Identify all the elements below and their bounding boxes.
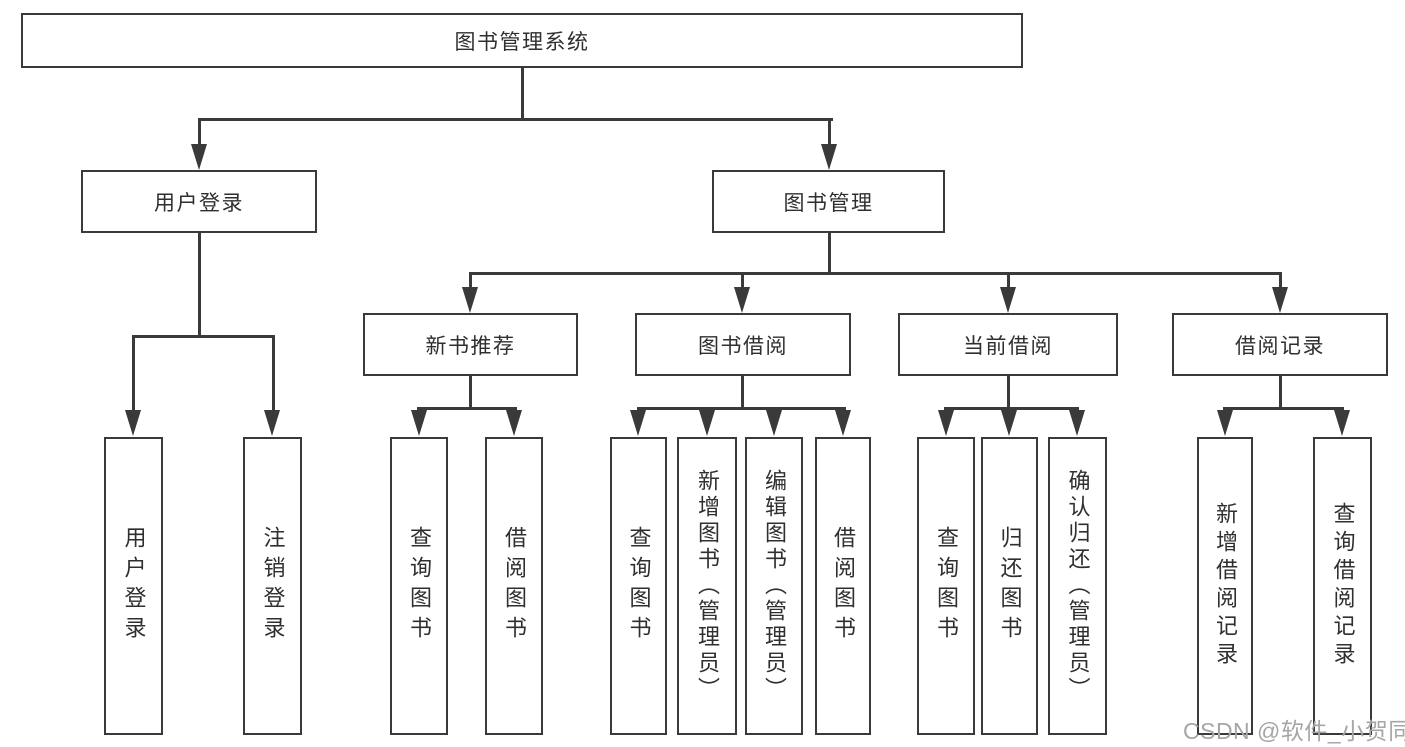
arrowhead-query-books-3 — [938, 410, 954, 436]
arrowhead-leaf-user-login — [125, 410, 141, 436]
arrowhead-query-books-2 — [630, 410, 646, 436]
leaf-borrow-books-2: 借阅图书 — [815, 437, 871, 735]
leaf-edit-book-admin: 编辑图书（管理员） — [745, 437, 803, 735]
connector-drop-book-borrow — [741, 272, 744, 290]
connector-drop-user-login — [198, 118, 201, 148]
arrowhead-current-borrow — [1000, 287, 1016, 313]
connector-root-trunk — [521, 68, 524, 121]
arrowhead-leaf-logout — [264, 410, 280, 436]
node-book-management: 图书管理 — [712, 170, 945, 233]
connector-borrow-records-rail — [1223, 407, 1344, 410]
arrowhead-borrow-records — [1272, 287, 1288, 313]
connector-current-borrow-trunk — [1007, 376, 1010, 410]
connector-new-book-trunk — [469, 376, 472, 410]
connector-current-borrow-rail — [944, 407, 1079, 410]
connector-level3-rail — [469, 272, 1282, 275]
leaf-borrow-books-1: 借阅图书 — [485, 437, 543, 735]
arrowhead-borrow-books-1 — [506, 410, 522, 436]
arrowhead-add-book — [699, 410, 715, 436]
node-root-library-system: 图书管理系统 — [21, 13, 1023, 68]
leaf-query-books-1: 查询图书 — [390, 437, 448, 735]
leaf-logout: 注销登录 — [243, 437, 302, 735]
connector-new-book-rail — [417, 407, 517, 410]
leaf-return-book: 归还图书 — [981, 437, 1038, 735]
arrowhead-return-book — [1001, 410, 1017, 436]
leaf-user-login: 用户登录 — [104, 437, 163, 735]
connector-drop-new-book — [469, 272, 472, 290]
arrowhead-query-borrow-record — [1334, 410, 1350, 436]
arrowhead-edit-book — [766, 410, 782, 436]
connector-book-borrow-rail — [637, 407, 846, 410]
connector-drop-borrow-records — [1279, 272, 1282, 290]
connector-borrow-records-trunk — [1279, 376, 1282, 410]
leaf-query-borrow-record: 查询借阅记录 — [1313, 437, 1372, 735]
arrowhead-user-login — [191, 144, 207, 170]
node-book-borrow: 图书借阅 — [635, 313, 851, 376]
csdn-watermark: CSDN @软件_小贺同学 — [1183, 718, 1405, 744]
arrowhead-book-borrow — [734, 287, 750, 313]
connector-book-borrow-trunk — [741, 376, 744, 410]
arrowhead-borrow-books-2 — [835, 410, 851, 436]
arrowhead-new-book — [462, 287, 478, 313]
leaf-confirm-return-admin: 确认归还（管理员） — [1048, 437, 1107, 735]
arrowhead-add-borrow-record — [1217, 410, 1233, 436]
arrowhead-query-books-1 — [411, 410, 427, 436]
connector-user-login-rail — [132, 335, 275, 338]
node-borrow-records: 借阅记录 — [1172, 313, 1388, 376]
connector-level2-rail — [198, 118, 833, 121]
leaf-add-book-admin: 新增图书（管理员） — [677, 437, 737, 735]
node-user-login: 用户登录 — [81, 170, 317, 233]
node-new-book-recommend: 新书推荐 — [363, 313, 578, 376]
connector-drop-current-borrow — [1007, 272, 1010, 290]
arrowhead-book-mgmt — [821, 144, 837, 170]
connector-drop-leaf-logout — [272, 335, 275, 412]
arrowhead-confirm-return — [1069, 410, 1085, 436]
leaf-query-books-3: 查询图书 — [917, 437, 975, 735]
node-current-borrow: 当前借阅 — [898, 313, 1118, 376]
connector-user-login-trunk — [198, 233, 201, 337]
connector-book-mgmt-trunk — [828, 233, 831, 275]
connector-drop-book-mgmt — [828, 118, 831, 148]
leaf-query-books-2: 查询图书 — [610, 437, 667, 735]
leaf-add-borrow-record: 新增借阅记录 — [1197, 437, 1253, 735]
connector-drop-leaf-user-login — [132, 335, 135, 412]
